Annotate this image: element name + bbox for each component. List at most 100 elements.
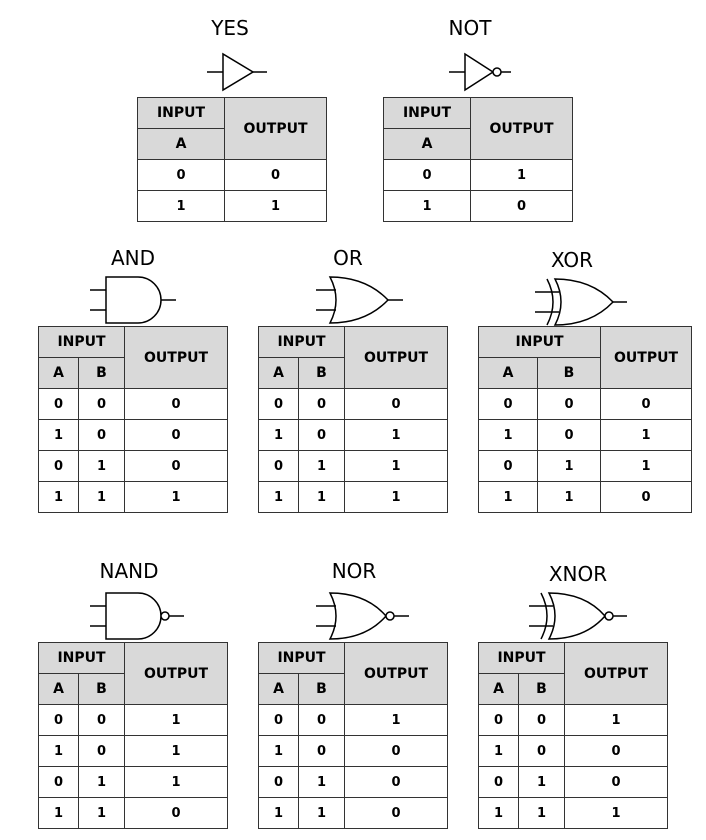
- table-cell: 0: [38, 766, 79, 798]
- table-cell: 0: [124, 419, 229, 451]
- gate-title-not: NOT: [448, 16, 492, 40]
- col-b-header: B: [536, 357, 602, 389]
- output-header: OUTPUT: [564, 642, 669, 705]
- table-cell: 1: [77, 450, 126, 482]
- output-header: OUTPUT: [344, 642, 449, 705]
- table-cell: 1: [564, 797, 669, 829]
- col-a-header: A: [258, 357, 299, 389]
- table-cell: 0: [258, 704, 299, 736]
- output-header: OUTPUT: [124, 326, 229, 389]
- input-header: INPUT: [477, 642, 566, 674]
- nand-gate-icon: [90, 592, 184, 640]
- table-cell: 0: [38, 388, 79, 420]
- nor-gate-icon: [316, 592, 409, 640]
- table-cell: 1: [124, 735, 229, 767]
- table-cell: 0: [258, 450, 299, 482]
- gate-title-nor: NOR: [331, 559, 377, 583]
- table-cell: 1: [344, 450, 449, 482]
- table-cell: 0: [224, 159, 327, 191]
- table-cell: 0: [344, 797, 449, 829]
- output-header: OUTPUT: [344, 326, 449, 389]
- table-cell: 1: [478, 419, 538, 451]
- table-cell: 0: [600, 388, 693, 420]
- table-cell: 1: [536, 450, 602, 482]
- table-cell: 1: [258, 481, 299, 513]
- table-cell: 1: [600, 419, 693, 451]
- table-cell: 1: [77, 797, 126, 829]
- table-cell: 0: [536, 419, 602, 451]
- table-cell: 1: [344, 481, 449, 513]
- input-header: INPUT: [383, 97, 471, 129]
- and-gate-icon: [90, 276, 176, 324]
- table-cell: 1: [38, 735, 79, 767]
- table-cell: 0: [258, 388, 299, 420]
- table-cell: 1: [383, 190, 471, 222]
- table-cell: 1: [564, 704, 669, 736]
- table-cell: 1: [124, 704, 229, 736]
- output-header: OUTPUT: [470, 97, 573, 160]
- table-cell: 0: [344, 766, 449, 798]
- table-cell: 1: [344, 419, 449, 451]
- col-a-header: A: [383, 128, 471, 160]
- col-b-header: B: [77, 357, 126, 389]
- not-gate-icon: [449, 52, 511, 92]
- col-a-header: A: [137, 128, 225, 160]
- gate-title-nand: NAND: [99, 559, 159, 583]
- table-cell: 1: [258, 797, 299, 829]
- table-cell: 0: [478, 766, 519, 798]
- table-cell: 0: [124, 388, 229, 420]
- or-gate-icon: [316, 276, 403, 324]
- table-cell: 1: [38, 419, 79, 451]
- table-cell: 0: [344, 735, 449, 767]
- input-header: INPUT: [477, 326, 602, 358]
- input-header: INPUT: [257, 326, 346, 358]
- table-cell: 0: [77, 735, 126, 767]
- col-a-header: A: [478, 673, 519, 705]
- table-cell: 1: [124, 766, 229, 798]
- table-cell: 0: [383, 159, 471, 191]
- table-cell: 0: [137, 159, 225, 191]
- table-cell: 0: [536, 388, 602, 420]
- table-cell: 1: [77, 481, 126, 513]
- gate-title-xnor: XNOR: [548, 562, 608, 586]
- col-a-header: A: [38, 673, 79, 705]
- table-cell: 0: [124, 797, 229, 829]
- input-header: INPUT: [37, 326, 126, 358]
- output-header: OUTPUT: [600, 326, 693, 389]
- table-cell: 0: [470, 190, 573, 222]
- table-cell: 1: [297, 797, 346, 829]
- col-b-header: B: [517, 673, 566, 705]
- table-cell: 0: [77, 704, 126, 736]
- table-cell: 0: [478, 450, 538, 482]
- table-cell: 1: [344, 704, 449, 736]
- table-cell: 0: [478, 388, 538, 420]
- xor-gate-icon: [535, 278, 627, 326]
- table-cell: 1: [38, 797, 79, 829]
- col-a-header: A: [38, 357, 79, 389]
- col-b-header: B: [297, 673, 346, 705]
- output-header: OUTPUT: [124, 642, 229, 705]
- table-cell: 0: [564, 735, 669, 767]
